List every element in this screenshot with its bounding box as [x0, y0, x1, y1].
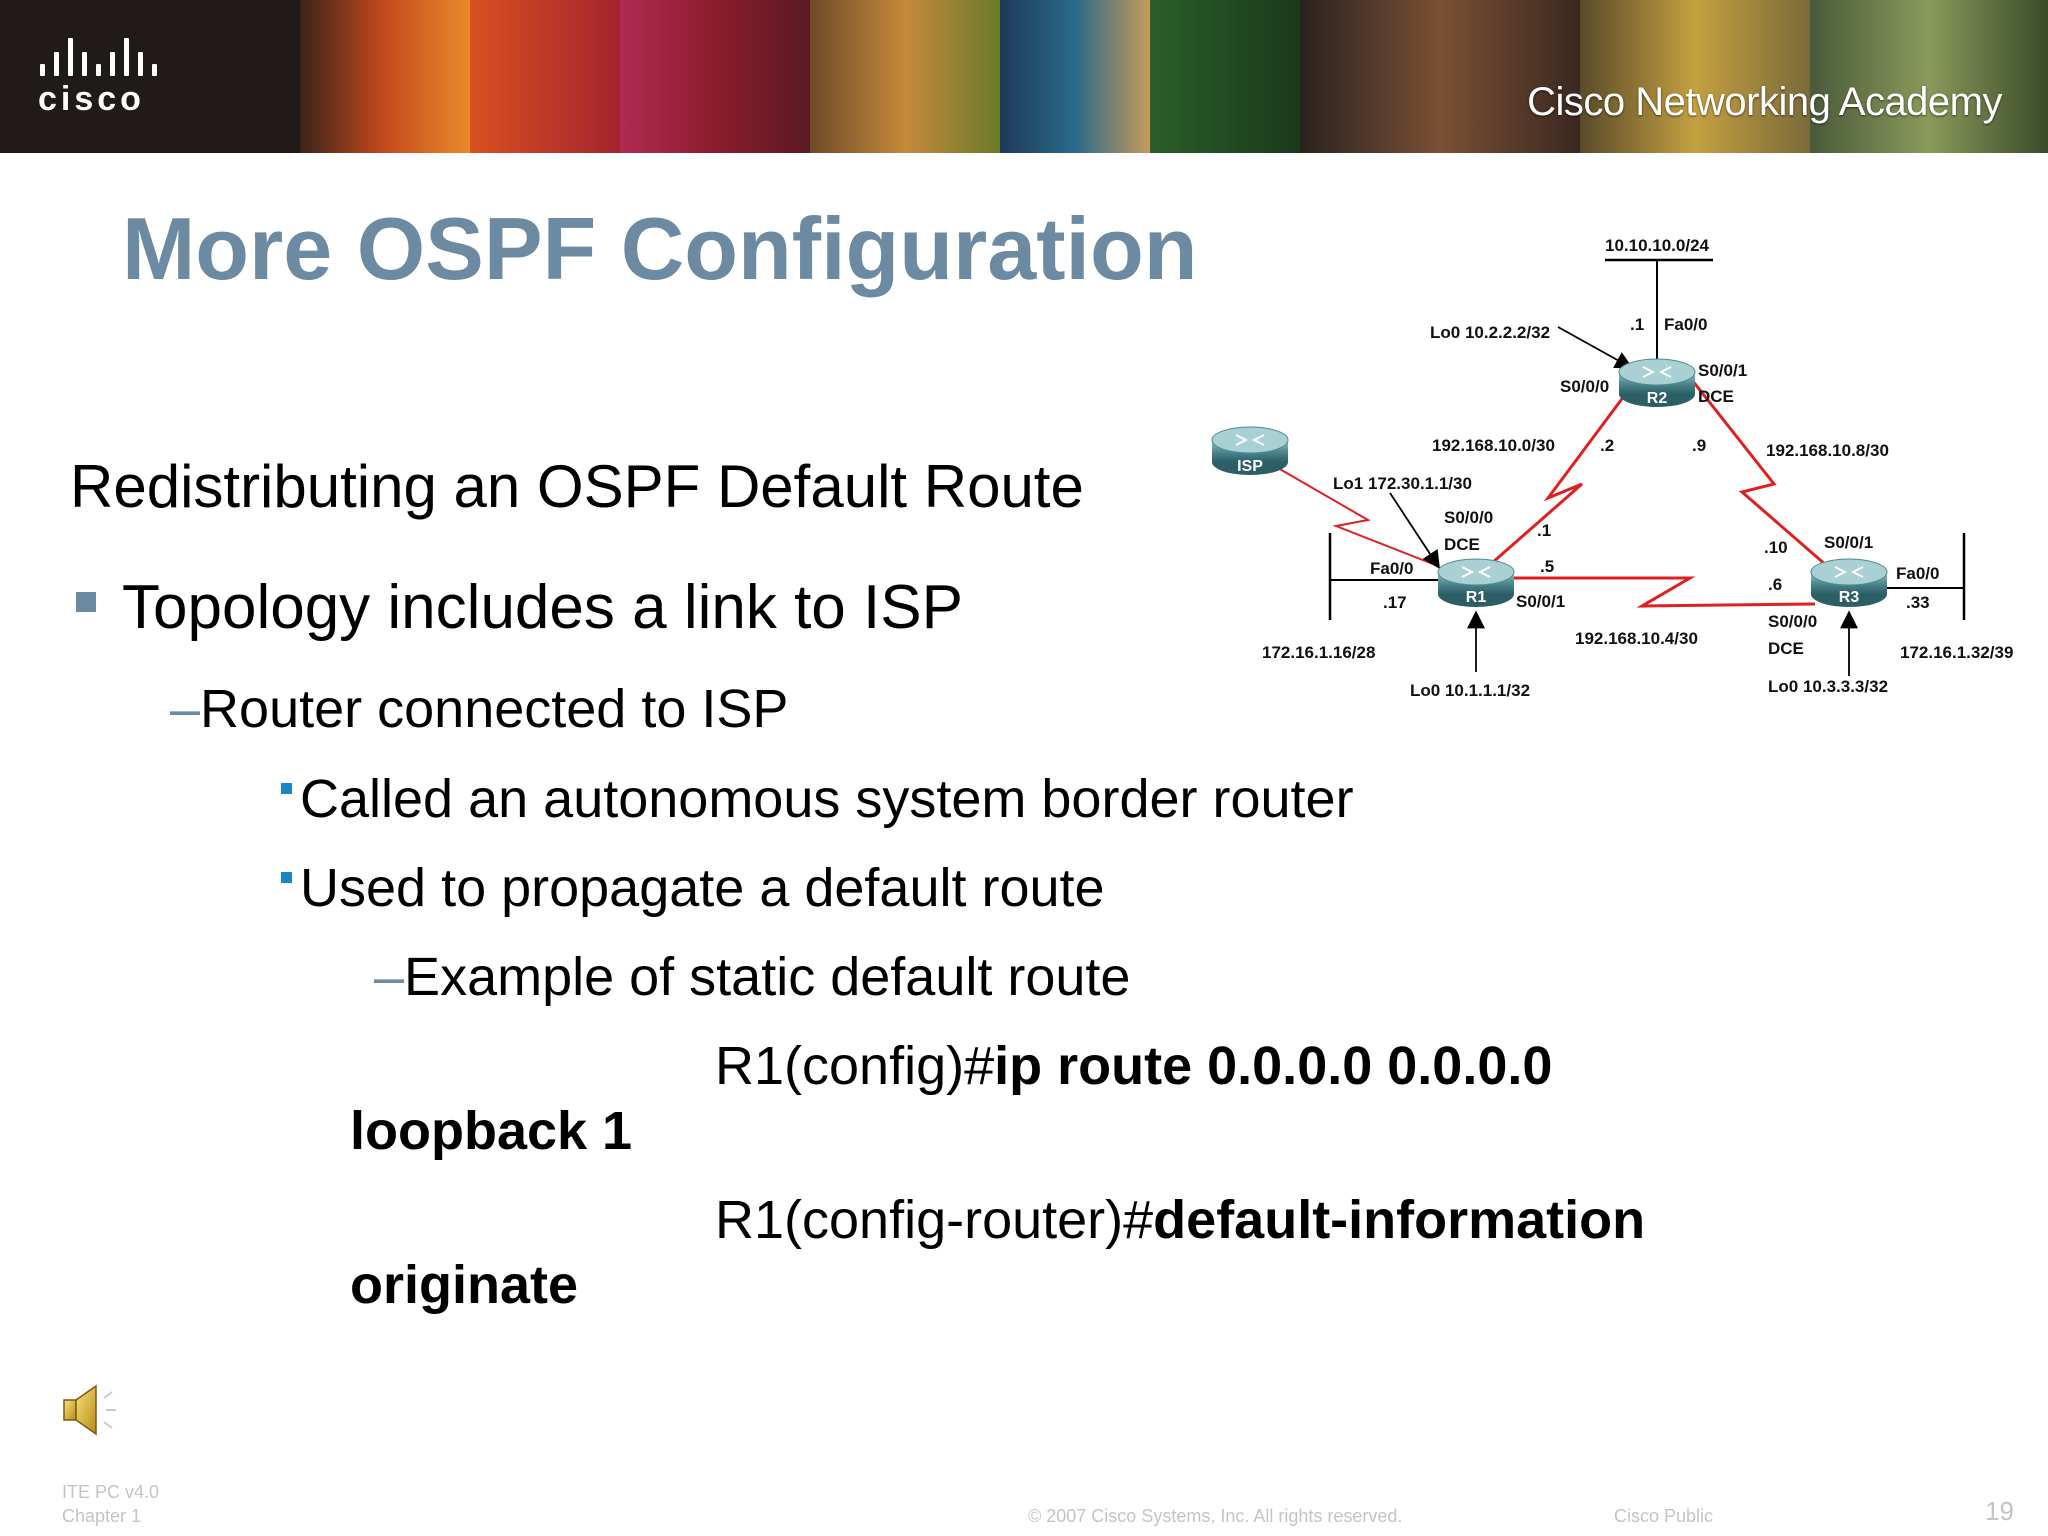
banner-photo-strip [1810, 0, 2048, 153]
router-isp: ISP [1211, 426, 1289, 475]
host-label: .1 [1630, 315, 1644, 334]
bullet-square-icon [281, 783, 292, 794]
host-label: .1 [1537, 521, 1551, 540]
net-label: 192.168.10.4/30 [1575, 629, 1698, 648]
command-line-1-cont: loopback 1 [350, 1101, 633, 1161]
command-line-2-cont: originate [350, 1255, 579, 1315]
sub-sub-bullet-example: –Example of static default route [374, 946, 1130, 1008]
arrow-lo1-r1 [1389, 492, 1440, 570]
interface-label: S0/0/1 [1516, 592, 1565, 611]
cisco-wordmark: cisco [38, 80, 145, 118]
speaker-icon[interactable] [58, 1378, 130, 1442]
router-label: R1 [1466, 589, 1487, 606]
cisco-bars-icon [40, 38, 188, 76]
host-label: .2 [1600, 436, 1614, 455]
command-line-2: R1(config-router)#default-information [715, 1189, 1645, 1251]
footer-course: ITE PC v4.0 [62, 1482, 160, 1502]
router-label: ISP [1237, 458, 1263, 475]
net-label: 192.168.10.0/30 [1432, 436, 1555, 455]
host-label: .6 [1768, 575, 1782, 594]
router-r3: R3 [1810, 558, 1888, 607]
host-label: .5 [1540, 557, 1554, 576]
serial-link-r2-r3 [1690, 379, 1835, 574]
banner-photo-strip [1150, 0, 1300, 153]
banner-photo-strip [1580, 0, 1810, 153]
host-label: .9 [1692, 436, 1706, 455]
dash-marker: – [374, 947, 405, 1007]
sub-bullet-router: –Router connected to ISP [170, 678, 788, 740]
loopback-label: Lo0 10.2.2.2/32 [1430, 323, 1550, 342]
net-label: 172.16.1.16/28 [1262, 643, 1375, 662]
loopback-label: Lo1 172.30.1.1/30 [1333, 474, 1472, 493]
page-number: 19 [1985, 1496, 2014, 1526]
header-banner: cisco Cisco Networking Academy [0, 0, 2048, 153]
command-prompt: R1(config)# [715, 1036, 995, 1096]
interface-label: S0/0/0 [1768, 612, 1817, 631]
dash-marker: – [170, 679, 201, 739]
serial-link-r1-r3 [1512, 576, 1816, 608]
sub-bullet-text: Router connected to ISP [200, 679, 789, 739]
sub-bullet-propagate: Used to propagate a default route [300, 858, 1105, 918]
interface-label: Fa0/0 [1896, 564, 1939, 583]
slide-title: More OSPF Configuration [122, 199, 1198, 298]
arrow-lo0-r2 [1557, 326, 1634, 369]
host-label: .10 [1764, 538, 1788, 557]
host-label: .17 [1383, 593, 1407, 612]
net-label: 10.10.10.0/24 [1605, 236, 1710, 255]
interface-label: S0/0/1 [1698, 361, 1747, 380]
router-label: R3 [1839, 589, 1860, 606]
banner-photo-strip [470, 0, 620, 153]
serial-link-r1-r2 [1483, 379, 1638, 572]
net-label: 192.168.10.8/30 [1766, 441, 1889, 460]
loopback-label: Lo0 10.1.1.1/32 [1410, 681, 1530, 700]
dce-label: DCE [1768, 639, 1804, 658]
interface-label: Fa0/0 [1664, 315, 1707, 334]
router-r2: R2 [1618, 358, 1696, 407]
interface-label: S0/0/0 [1560, 377, 1609, 396]
loopback-label: Lo0 10.3.3.3/32 [1768, 677, 1888, 696]
dce-label: DCE [1444, 535, 1480, 554]
sub-bullet-asbr: Called an autonomous system border route… [300, 769, 1354, 829]
command-line-1: R1(config)#ip route 0.0.0.0 0.0.0.0 [715, 1035, 1552, 1097]
command-text: default-information [1153, 1190, 1646, 1250]
bullet-square-icon [76, 592, 96, 612]
router-r1: R1 [1437, 558, 1515, 607]
academy-title: Cisco Networking Academy [1527, 80, 2002, 124]
footer-copyright: © 2007 Cisco Systems, Inc. All rights re… [1028, 1506, 1403, 1526]
router-label: R2 [1647, 390, 1668, 407]
banner-photo-strip [810, 0, 1000, 153]
sub-sub-bullet-text: Example of static default route [404, 947, 1131, 1007]
banner-photo-strip [1000, 0, 1150, 153]
net-label: 172.16.1.32/39 [1900, 643, 2013, 662]
bullet-topology: Topology includes a link to ISP [122, 573, 963, 642]
banner-photo-strip [300, 0, 470, 153]
interface-label: Fa0/0 [1370, 559, 1413, 578]
command-text: ip route 0.0.0.0 0.0.0.0 [994, 1036, 1553, 1096]
link-isp-r1 [1277, 467, 1439, 567]
cisco-logo: cisco [38, 38, 188, 118]
command-prompt: R1(config-router)# [715, 1190, 1154, 1250]
host-label: .33 [1906, 593, 1930, 612]
bullet-square-icon [281, 872, 292, 883]
section-heading: Redistributing an OSPF Default Route [70, 453, 1084, 520]
footer-chapter: Chapter 1 [62, 1506, 142, 1526]
interface-label: S0/0/1 [1824, 533, 1873, 552]
banner-photo-strip [1300, 0, 1580, 153]
footer-classification: Cisco Public [1614, 1506, 1714, 1526]
interface-label: S0/0/0 [1444, 508, 1493, 527]
dce-label: DCE [1698, 387, 1734, 406]
banner-photo-strip [620, 0, 810, 153]
